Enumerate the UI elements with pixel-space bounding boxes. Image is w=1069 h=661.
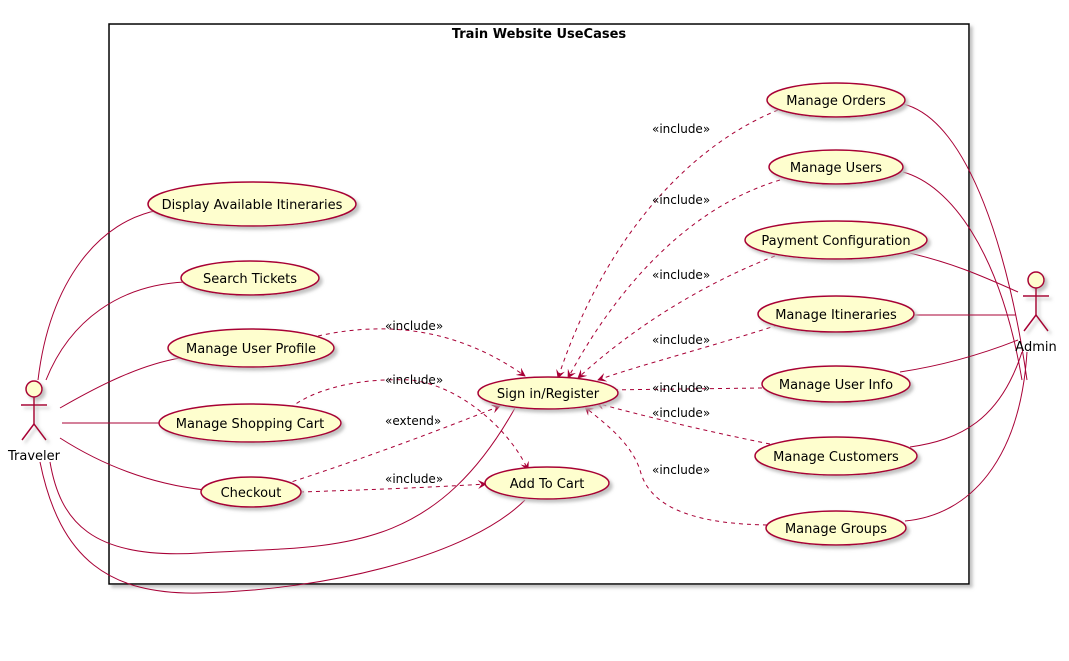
include-users-to-signin bbox=[567, 179, 781, 379]
label-include-groups: «include» bbox=[652, 463, 710, 477]
actor-admin-label: Admin bbox=[1015, 340, 1056, 355]
include-orders-to-signin bbox=[556, 109, 779, 379]
label-include-itineraries: «include» bbox=[652, 333, 710, 347]
assoc-admin-manage-users bbox=[902, 171, 1023, 381]
label-include-customers: «include» bbox=[652, 406, 710, 420]
usecase-manage-customers[interactable]: Manage Customers bbox=[754, 436, 918, 476]
usecase-manage-itineraries[interactable]: Manage Itineraries bbox=[757, 295, 915, 333]
usecase-manage-user-info-label: Manage User Info bbox=[779, 378, 893, 393]
extend-checkout-to-signin bbox=[284, 404, 501, 485]
actor-traveler-label: Traveler bbox=[7, 449, 61, 464]
label-include-cart: «include» bbox=[385, 373, 443, 387]
usecase-checkout[interactable]: Checkout bbox=[200, 476, 302, 508]
usecase-sign-in-register-label: Sign in/Register bbox=[497, 387, 600, 402]
include-payment-to-signin bbox=[577, 255, 776, 379]
assoc-traveler-sign-in bbox=[49, 407, 516, 555]
usecase-search-tickets[interactable]: Search Tickets bbox=[180, 260, 320, 296]
usecase-sign-in-register[interactable]: Sign in/Register bbox=[477, 376, 619, 410]
usecase-display-itineraries[interactable]: Display Available Itineraries bbox=[147, 181, 357, 227]
label-extend-checkout: «extend» bbox=[385, 414, 441, 428]
usecase-manage-users[interactable]: Manage Users bbox=[768, 149, 904, 185]
assoc-admin-manage-user-info bbox=[899, 339, 1019, 373]
include-itineraries-to-signin bbox=[597, 324, 779, 382]
stick-figure-icon bbox=[21, 380, 47, 441]
label-include-users: «include» bbox=[652, 193, 710, 207]
assoc-traveler-search-tickets bbox=[45, 281, 186, 381]
include-profile-to-signin bbox=[317, 328, 526, 377]
assoc-admin-manage-customers bbox=[909, 351, 1023, 448]
include-customers-to-signin bbox=[595, 400, 771, 445]
usecase-manage-customers-label: Manage Customers bbox=[773, 450, 899, 465]
usecase-manage-shopping-cart[interactable]: Manage Shopping Cart bbox=[158, 403, 342, 443]
assoc-traveler-checkout bbox=[59, 437, 206, 491]
usecase-manage-user-profile[interactable]: Manage User Profile bbox=[167, 328, 335, 368]
usecase-manage-orders[interactable]: Manage Orders bbox=[766, 82, 906, 118]
include-checkout-to-addtocart bbox=[299, 479, 487, 493]
usecase-search-tickets-label: Search Tickets bbox=[203, 272, 297, 287]
include-userinfo-to-signin bbox=[601, 385, 763, 395]
assoc-admin-manage-groups bbox=[904, 351, 1028, 522]
stick-figure-icon bbox=[1023, 271, 1049, 332]
usecase-add-to-cart-label: Add To Cart bbox=[510, 477, 585, 492]
system-title: Train Website UseCases bbox=[452, 27, 627, 42]
assoc-admin-manage-orders bbox=[902, 103, 1028, 381]
label-include-orders: «include» bbox=[652, 122, 710, 136]
usecase-manage-shopping-cart-label: Manage Shopping Cart bbox=[176, 417, 324, 432]
assoc-traveler-display-itineraries bbox=[37, 209, 161, 381]
assoc-traveler-add-to-cart bbox=[39, 461, 526, 594]
usecase-manage-groups[interactable]: Manage Groups bbox=[765, 510, 907, 546]
usecase-display-itineraries-label: Display Available Itineraries bbox=[162, 198, 343, 213]
usecase-manage-users-label: Manage Users bbox=[790, 161, 882, 176]
assoc-admin-payment-configuration bbox=[904, 251, 1019, 293]
usecase-manage-orders-label: Manage Orders bbox=[786, 94, 886, 109]
actor-admin[interactable]: Admin bbox=[1015, 271, 1057, 355]
usecase-manage-user-info[interactable]: Manage User Info bbox=[761, 365, 911, 403]
label-include-checkout: «include» bbox=[385, 472, 443, 486]
label-include-profile: «include» bbox=[385, 319, 443, 333]
usecase-payment-configuration[interactable]: Payment Configuration bbox=[744, 220, 928, 260]
usecase-add-to-cart[interactable]: Add To Cart bbox=[484, 466, 610, 500]
assoc-traveler-manage-user-profile bbox=[59, 357, 181, 409]
label-include-userinfo: «include» bbox=[652, 381, 710, 395]
relation-labels: «include» «include» «extend» «include» «… bbox=[385, 122, 710, 486]
usecase-checkout-label: Checkout bbox=[221, 486, 282, 501]
label-include-payment: «include» bbox=[652, 268, 710, 282]
usecase-manage-user-profile-label: Manage User Profile bbox=[186, 342, 316, 357]
usecase-manage-groups-label: Manage Groups bbox=[785, 522, 887, 537]
usecase-manage-itineraries-label: Manage Itineraries bbox=[775, 308, 897, 323]
dependencies bbox=[284, 109, 781, 526]
associations bbox=[37, 103, 1028, 594]
actor-traveler[interactable]: Traveler bbox=[7, 380, 61, 464]
use-cases: Display Available Itineraries Search Tic… bbox=[147, 82, 928, 546]
usecase-payment-configuration-label: Payment Configuration bbox=[761, 234, 910, 249]
